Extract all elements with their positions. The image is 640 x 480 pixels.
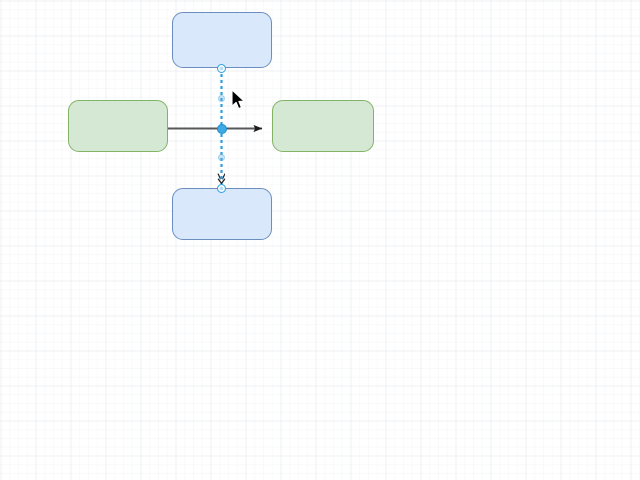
shape-left-green[interactable]: [68, 100, 168, 152]
edge-endpoint-handle-target[interactable]: [217, 184, 226, 193]
shape-top-blue[interactable]: [172, 12, 272, 68]
edge-virtual-bend-handle-upper[interactable]: [218, 95, 225, 102]
edge-waypoint-handle-middle[interactable]: [217, 124, 227, 134]
mouse-pointer-arrow: [231, 89, 245, 110]
edge-virtual-bend-handle-lower[interactable]: [218, 154, 225, 161]
shape-right-green[interactable]: [272, 100, 374, 152]
edge-endpoint-handle-source[interactable]: [217, 64, 226, 73]
